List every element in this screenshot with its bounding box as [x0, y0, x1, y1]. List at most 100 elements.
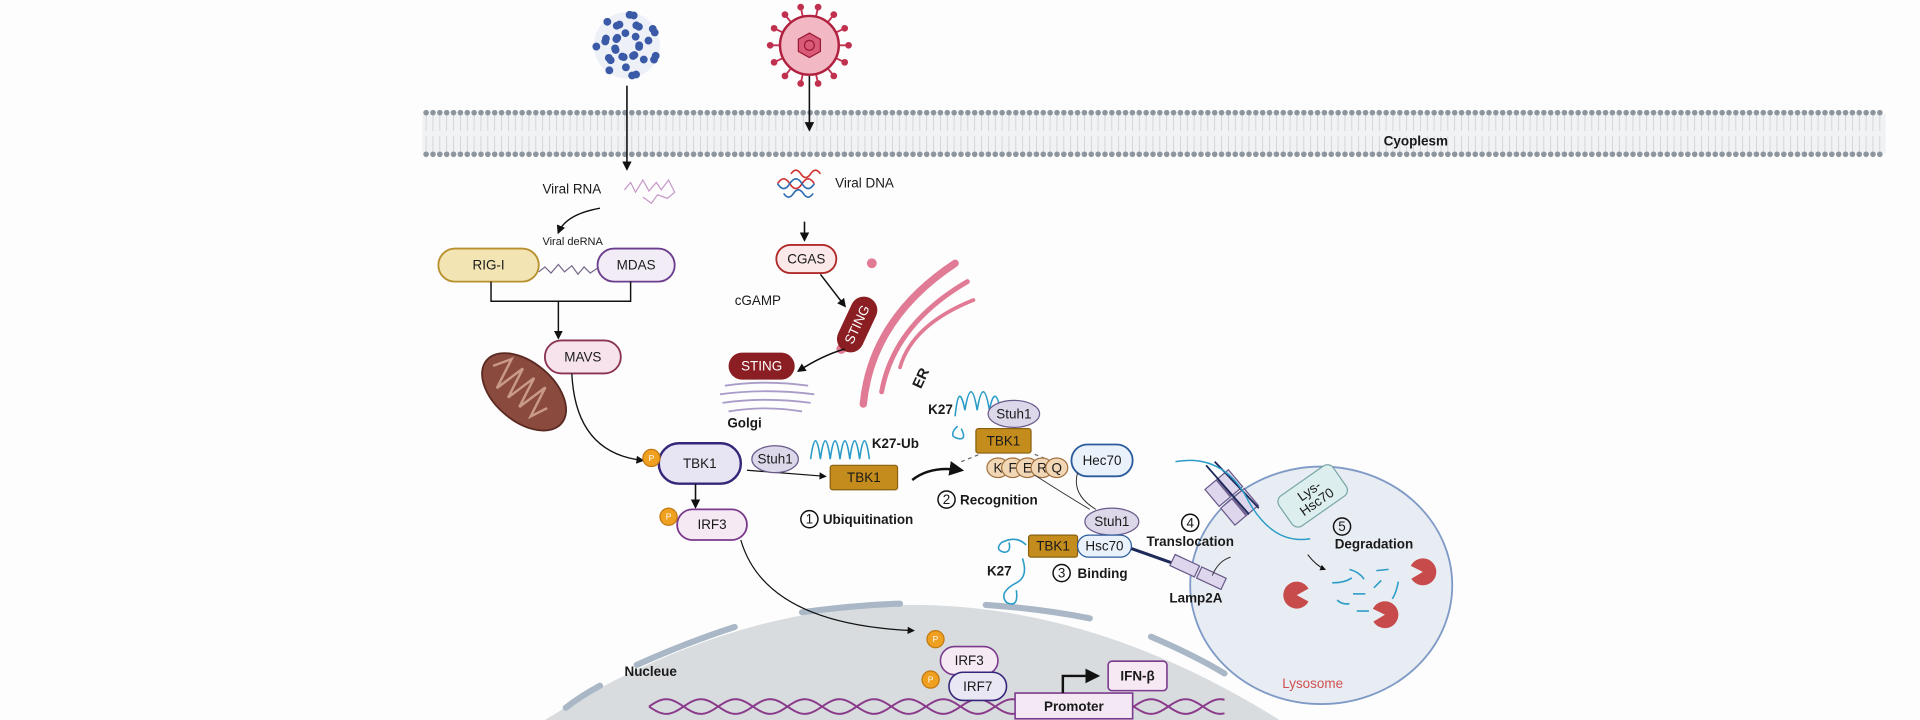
svg-text:R: R	[1037, 460, 1047, 475]
capsid-protein	[634, 22, 643, 31]
lipid-head	[464, 151, 471, 158]
lipid-head	[1506, 151, 1513, 158]
hsc70-bound-protein: Hsc70	[1076, 534, 1133, 558]
lipid-head	[1609, 109, 1616, 116]
lipid-head	[1760, 151, 1767, 158]
dsrna-strand-icon	[538, 263, 598, 276]
lipid-head	[1129, 151, 1136, 158]
capsid-protein	[605, 66, 614, 75]
cgas-label: CGAS	[787, 251, 825, 266]
lipid-head	[834, 151, 841, 158]
lipid-head	[539, 109, 546, 116]
phospho-icon: P	[642, 448, 661, 468]
lipid-head	[1582, 109, 1588, 116]
lipid-head	[1582, 151, 1588, 158]
lipid-head	[1863, 109, 1869, 116]
lipid-head	[1081, 151, 1088, 158]
mda5-protein: MDAS	[596, 247, 676, 283]
envelope-spike	[830, 11, 838, 19]
lipid-head	[951, 151, 957, 158]
lipid-head	[656, 109, 663, 116]
lipid-head	[855, 151, 861, 158]
lipid-head	[539, 151, 546, 158]
tbk1-ubiquitinated: TBK1	[829, 464, 899, 491]
lipid-head	[1781, 151, 1787, 158]
lipid-head	[1184, 151, 1191, 158]
lipid-head	[766, 151, 772, 158]
lipid-head	[1273, 109, 1280, 116]
lipid-head	[1520, 109, 1527, 116]
capsid-protein	[644, 36, 653, 45]
k27-ubiquitin-chain-icon	[951, 391, 1003, 440]
lipid-head	[725, 151, 731, 158]
lipid-head	[704, 151, 711, 158]
lipid-head	[478, 109, 484, 116]
lipid-head	[800, 151, 807, 158]
lipid-head	[1163, 109, 1170, 116]
lipid-head	[601, 109, 608, 116]
lipid-head	[601, 151, 608, 158]
lipid-head	[1808, 151, 1815, 158]
lipid-head	[1719, 109, 1725, 116]
lipid-head	[1246, 151, 1252, 158]
svg-text:3: 3	[1058, 566, 1065, 581]
lipid-head	[1115, 109, 1122, 116]
lipid-head	[1733, 151, 1739, 158]
lipid-head	[1698, 151, 1705, 158]
lipid-head	[629, 151, 635, 158]
lipid-head	[683, 151, 690, 158]
lipid-head	[1287, 151, 1293, 158]
lipid-head	[1657, 151, 1664, 158]
lipid-head	[821, 151, 827, 158]
lipid-head	[1335, 151, 1341, 158]
svg-text:E: E	[1023, 460, 1032, 475]
lipid-head	[677, 109, 683, 116]
dashed-guide	[960, 453, 1056, 464]
rna-virus-icon	[592, 10, 660, 80]
lipid-head	[443, 109, 450, 116]
lipid-head	[896, 109, 903, 116]
lipid-head	[992, 151, 999, 158]
substrate-path	[1130, 547, 1174, 565]
promoter-region: Promoter	[1014, 692, 1134, 720]
tbk1-label: TBK1	[987, 433, 1021, 448]
lipid-head	[1390, 109, 1396, 116]
lipid-head	[519, 109, 525, 116]
lipid-head	[1712, 151, 1719, 158]
svg-text:P: P	[928, 675, 934, 685]
er-label: ER	[910, 365, 933, 391]
lipid-head	[1781, 109, 1787, 116]
sting-golgi-label: STING	[741, 359, 782, 374]
lipid-head	[1273, 151, 1280, 158]
translocating-substrate	[1175, 459, 1311, 541]
lipid-head	[766, 109, 772, 116]
svg-text:P: P	[649, 453, 655, 463]
lipid-head	[1623, 151, 1629, 158]
cytoplasm-label: Cyoplesm	[1384, 134, 1448, 149]
lipid-head	[457, 151, 464, 158]
lipid-head	[1760, 109, 1767, 116]
irf3-protein: IRF3	[676, 508, 748, 541]
lipid-head	[546, 109, 553, 116]
lipid-head	[1239, 109, 1245, 116]
step-label: Ubiquitination	[823, 512, 913, 527]
lipid-head	[951, 109, 957, 116]
lipid-head	[731, 151, 738, 158]
lipid-head	[1074, 151, 1081, 158]
step-5-degradation: 5 Degradation	[1332, 517, 1413, 552]
lipid-head	[690, 109, 697, 116]
lipid-head	[450, 109, 457, 116]
nucleus-label: Nucleue	[624, 664, 677, 679]
lipid-head	[1561, 151, 1568, 158]
lipid-head	[1328, 109, 1335, 116]
sting-golgi-protein: STING	[728, 352, 795, 380]
lipid-head	[1033, 109, 1040, 116]
lipid-head	[875, 151, 882, 158]
lipid-head	[1253, 109, 1259, 116]
capsid-protein	[602, 34, 610, 43]
lipid-head	[862, 109, 868, 116]
lipid-head	[1355, 109, 1362, 116]
lipid-head	[1705, 151, 1712, 158]
stub1-label: Stuh1	[1094, 514, 1129, 529]
lipid-head	[759, 151, 765, 158]
